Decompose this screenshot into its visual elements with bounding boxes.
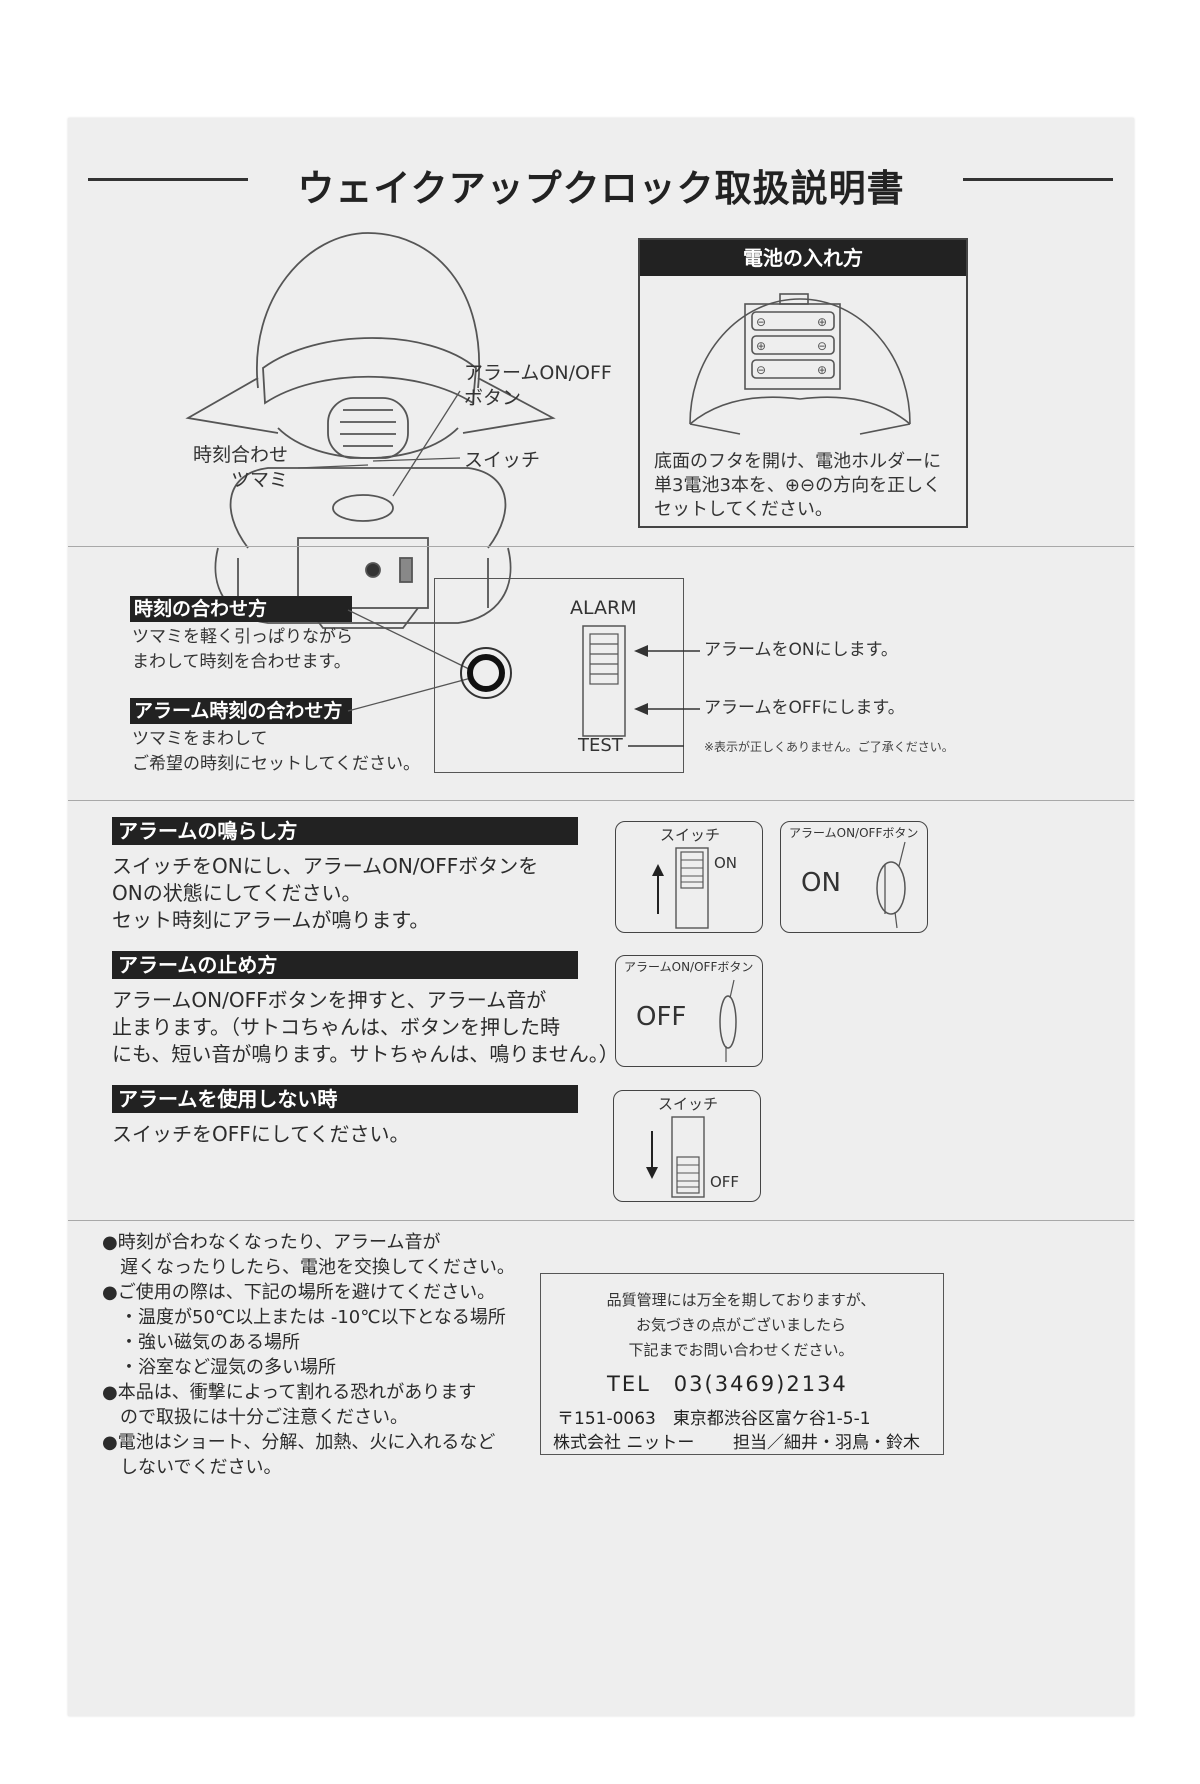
svg-text:⊕: ⊕ — [756, 339, 766, 353]
switch-off-state: OFF — [710, 1173, 740, 1191]
alarm-button-callout-line-2: ボタン — [464, 387, 522, 409]
callout-leader-lines — [297, 390, 461, 497]
button-off-graphic — [719, 979, 737, 1062]
robot-illustration — [185, 232, 556, 549]
alarm-stop-text: アラームON/OFFボタンを押すと、アラーム音が 止まります。（サトコちゃんは、… — [112, 987, 619, 1068]
time-setting-text: ツマミを軽く引っぱりながら まわして時刻を合わせます。 — [132, 625, 353, 675]
fold-line-1 — [68, 546, 1134, 547]
switch-off-graphic — [646, 1116, 705, 1198]
title-rule-right — [963, 178, 1113, 181]
alarm-time-setting-text: ツマミをまわして ご希望の時刻にセットしてください。 — [132, 727, 420, 777]
switch-on-title: スイッチ — [660, 826, 721, 844]
alarm-button-callout: アラームON/OFF ボタン — [464, 361, 612, 411]
time-setting-heading: 時刻の合わせ方 — [130, 596, 352, 622]
battery-illustration: ⊖ ⊕ ⊕ ⊖ ⊖ ⊕ — [689, 293, 911, 435]
display-note: ※表示が正しくありません。ご了承ください。 — [704, 740, 954, 754]
caution-note-1: ●時刻が合わなくなったり、アラーム音が — [102, 1232, 441, 1253]
contact-staff: 担当／細井・羽鳥・鈴木 — [733, 1433, 920, 1453]
alarm-time-setting-line-2: ご希望の時刻にセットしてください。 — [132, 754, 420, 774]
caution-note-2: 遅くなったりしたら、電池を交換してください。 — [102, 1257, 515, 1278]
alarm-time-setting-heading: アラーム時刻の合わせ方 — [130, 698, 352, 724]
alarm-button-callout-line-1: アラームON/OFF — [464, 362, 612, 384]
alarm-unused-heading: アラームを使用しない時 — [112, 1085, 578, 1113]
button-on-graphic — [876, 841, 906, 929]
caution-note-6: ・浴室など湿気の多い場所 — [102, 1357, 336, 1378]
contact-intro-line-3: 下記までお問い合わせください。 — [628, 1341, 854, 1359]
svg-text:⊖: ⊖ — [756, 315, 766, 329]
battery-text-line-1: 底面のフタを開け、電池ホルダーに — [654, 451, 942, 472]
contact-intro-line-1: 品質管理には万全を期しておりますが、 — [606, 1291, 876, 1309]
switch-on-figure: スイッチ ON — [615, 821, 763, 933]
switch-callout: スイッチ — [464, 449, 541, 471]
contact-intro-line-2: お気づきの点がございましたら — [635, 1316, 846, 1334]
alarm-ring-line-2: ONの状態にしてください。 — [112, 881, 362, 905]
battery-text-line-3: セットしてください。 — [654, 499, 833, 520]
button-off-figure: アラームON/OFFボタン OFF — [615, 955, 763, 1067]
control-panel — [434, 578, 684, 773]
page-title: ウェイクアップクロック取扱説明書 — [297, 167, 905, 210]
alarm-stop-line-3: にも、短い音が鳴ります。サトちゃんは、鳴りません。） — [112, 1042, 619, 1066]
button-off-state: OFF — [636, 1002, 687, 1032]
time-knob-callout-line-1: 時刻合わせ — [192, 444, 288, 466]
time-knob-callout-line-2: ツマミ — [230, 469, 288, 491]
caution-note-3: ●ご使用の際は、下記の場所を避けてください。 — [102, 1282, 496, 1303]
caution-note-9: ●電池はショート、分解、加熱、火に入れるなど — [102, 1432, 496, 1453]
alarm-on-text: アラームをONにします。 — [704, 640, 898, 660]
contact-address: 〒151-0063 東京都渋谷区富ケ谷1-5-1 — [557, 1409, 871, 1429]
contact-intro: 品質管理には万全を期しておりますが、 お気づきの点がございましたら 下記までお問… — [541, 1288, 941, 1363]
alarm-unused-text: スイッチをOFFにしてください。 — [112, 1121, 410, 1148]
alarm-ring-line-3: セット時刻にアラームが鳴ります。 — [112, 908, 430, 932]
alarm-ring-line-1: スイッチをONにし、アラームON/OFFボタンを — [112, 854, 539, 878]
test-label: TEST — [578, 735, 623, 756]
alarm-stop-heading: アラームの止め方 — [112, 951, 578, 979]
svg-text:⊕: ⊕ — [817, 315, 827, 329]
alarm-stop-line-1: アラームON/OFFボタンを押すと、アラーム音が — [112, 988, 547, 1012]
alarm-label: ALARM — [570, 597, 637, 619]
alarm-time-setting-line-1: ツマミをまわして — [132, 729, 268, 749]
alarm-stop-line-2: 止まります。（サトコちゃんは、ボタンを押した時 — [112, 1015, 560, 1039]
caution-note-7: ●本品は、衝撃によって割れる恐れがあります — [102, 1382, 477, 1403]
svg-text:⊖: ⊖ — [817, 339, 827, 353]
contact-company: 株式会社 ニットー — [553, 1433, 695, 1453]
contact-box: 品質管理には万全を期しておりますが、 お気づきの点がございましたら 下記までお問… — [540, 1273, 944, 1455]
time-knob-callout: 時刻合わせ ツマミ — [98, 443, 288, 493]
panel-graphics — [347, 609, 700, 747]
caution-notes: ●時刻が合わなくなったり、アラーム音が 遅くなったりしたら、電池を交換してくださ… — [102, 1230, 515, 1480]
alarm-ring-heading: アラームの鳴らし方 — [112, 817, 578, 845]
instruction-sheet: ウェイクアップクロック取扱説明書 — [68, 118, 1134, 1716]
svg-text:⊖: ⊖ — [756, 363, 766, 377]
caution-note-8: ので取扱には十分ご注意ください。 — [102, 1407, 408, 1428]
battery-instructions: 底面のフタを開け、電池ホルダーに 単3電池3本を、⊕⊖の方向を正しく セットして… — [654, 450, 954, 522]
time-setting-line-1: ツマミを軽く引っぱりながら — [132, 627, 353, 647]
alarm-off-text: アラームをOFFにします。 — [704, 698, 905, 718]
caution-note-10: しないでください。 — [102, 1457, 282, 1478]
button-on-figure: アラームON/OFFボタン ON — [780, 821, 928, 933]
switch-on-graphic — [652, 847, 709, 929]
button-on-state: ON — [801, 868, 841, 898]
title-rule-left — [88, 178, 248, 181]
fold-line-3 — [68, 1220, 1134, 1221]
time-setting-line-2: まわして時刻を合わせます。 — [132, 652, 351, 672]
svg-text:⊕: ⊕ — [817, 363, 827, 377]
alarm-unused-line-1: スイッチをOFFにしてください。 — [112, 1122, 410, 1146]
fold-line-2 — [68, 800, 1134, 801]
caution-note-4: ・温度が50℃以上または -10℃以下となる場所 — [102, 1307, 506, 1328]
battery-heading: 電池の入れ方 — [640, 240, 966, 276]
button-off-title: アラームON/OFFボタン — [624, 960, 754, 974]
alarm-ring-text: スイッチをONにし、アラームON/OFFボタンを ONの状態にしてください。 セ… — [112, 853, 538, 934]
battery-box: 電池の入れ方 ⊖ ⊕ ⊕ ⊖ ⊖ ⊕ 底面のフタを開け、電池ホルダーに 単3電池3本を… — [638, 238, 968, 528]
contact-tel: TEL 03(3469)2134 — [607, 1372, 848, 1396]
switch-off-figure: スイッチ OFF — [613, 1090, 761, 1202]
switch-on-state: ON — [714, 854, 738, 872]
switch-off-title: スイッチ — [658, 1095, 719, 1113]
caution-note-5: ・強い磁気のある場所 — [102, 1332, 300, 1353]
battery-text-line-2: 単3電池3本を、⊕⊖の方向を正しく — [654, 475, 942, 496]
button-on-title: アラームON/OFFボタン — [789, 826, 919, 840]
